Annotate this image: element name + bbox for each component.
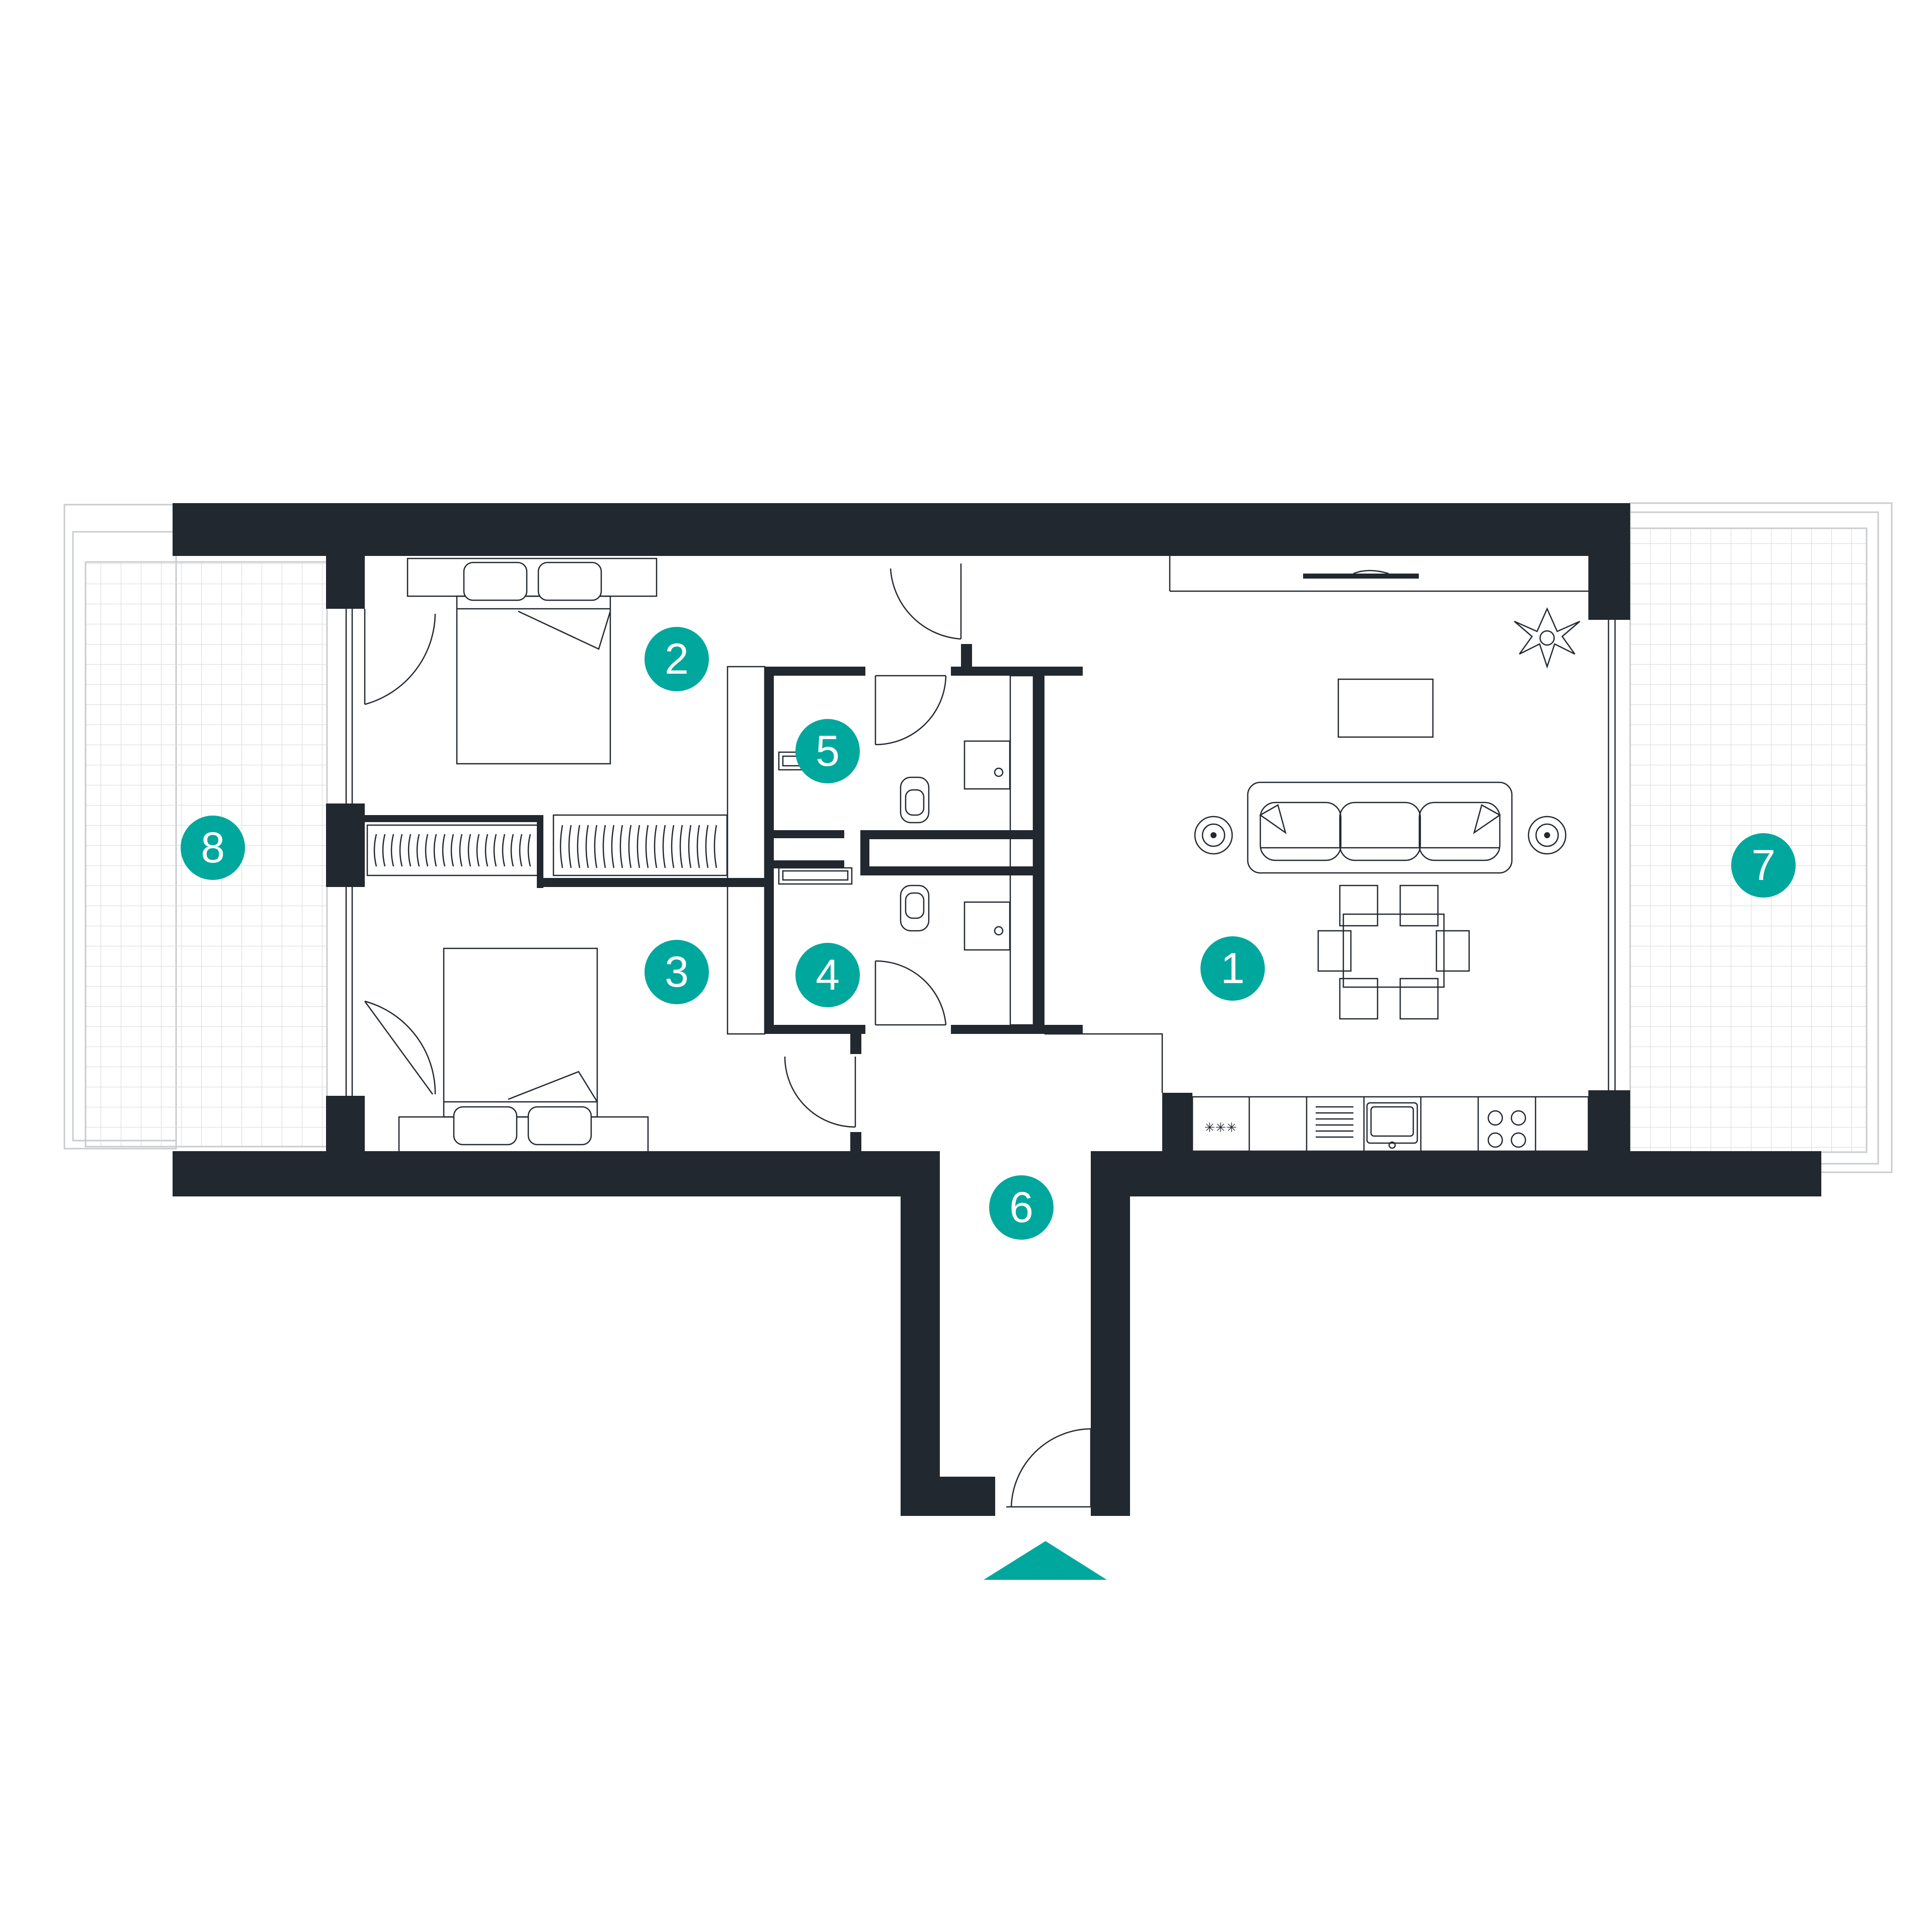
hanger (433, 834, 437, 867)
sofa-icon (1247, 781, 1513, 874)
kitchen-counter (1191, 1096, 1589, 1152)
door-icon[interactable] (364, 609, 436, 705)
room-number: 2 (665, 635, 689, 683)
hanger (636, 825, 640, 868)
hanger (510, 834, 514, 867)
hanger (654, 825, 658, 868)
interior-walls (365, 644, 1083, 1152)
room-badge-3: 3 (645, 940, 709, 1004)
toilet-icon (900, 776, 930, 824)
hanger (611, 825, 615, 868)
room-number: 3 (665, 948, 689, 996)
room-badge-7: 7 (1731, 833, 1796, 898)
room-badge-2: 2 (645, 627, 709, 691)
room-badge-8: 8 (181, 816, 245, 880)
room-number: 7 (1751, 841, 1776, 890)
hanger (577, 825, 581, 868)
room-badge-6: 6 (989, 1175, 1054, 1240)
hanger (619, 825, 623, 868)
hanger (527, 834, 531, 867)
hanger (493, 834, 497, 867)
hanger (628, 825, 632, 868)
hanger (696, 825, 700, 868)
exterior-walls (173, 503, 1821, 1516)
room-badge-1: 1 (1200, 936, 1265, 1001)
hanger (688, 825, 692, 868)
hanger (502, 834, 506, 867)
floor-lamp-icon (1194, 816, 1233, 855)
stove-icon (1316, 1106, 1353, 1138)
hanger (476, 834, 480, 867)
hanger (671, 825, 675, 868)
room-number: 8 (201, 824, 225, 872)
coffee-table (1337, 678, 1434, 738)
stove-icon (1487, 1110, 1526, 1148)
hanger (467, 834, 471, 867)
sink-icon (963, 901, 1011, 951)
bed-icon (407, 557, 658, 765)
hanger (679, 825, 683, 868)
svg-text:✳✳✳: ✳✳✳ (1204, 1120, 1237, 1136)
hanger (425, 834, 429, 867)
room-number: 4 (816, 951, 840, 999)
hanger (594, 825, 598, 868)
kitchen-sink-icon (1366, 1102, 1418, 1149)
hanger (645, 825, 649, 868)
hanger (416, 834, 420, 867)
partition-lines (345, 556, 1616, 1096)
hanger (713, 825, 717, 868)
wardrobe-icon (366, 814, 728, 876)
hanger (485, 834, 489, 867)
hanger (390, 834, 394, 867)
bed-icon (398, 947, 649, 1156)
room-badge-4: 4 (795, 943, 860, 1007)
door-icon[interactable] (364, 1000, 436, 1095)
hanger (705, 825, 709, 868)
hanger (450, 834, 454, 867)
toilet-icon (900, 884, 930, 932)
entrance-arrow-icon (984, 1541, 1107, 1580)
room-badge-5: 5 (795, 719, 860, 783)
door-icon[interactable] (874, 960, 947, 1026)
sink-icon (963, 740, 1011, 790)
hanger (559, 825, 564, 868)
hanger (585, 825, 589, 868)
bathtub-icon (778, 867, 853, 885)
hanger (399, 834, 403, 867)
hanger (408, 834, 412, 867)
hanger (568, 825, 572, 868)
room-number: 6 (1009, 1183, 1033, 1232)
hanger (602, 825, 606, 868)
door-icon[interactable] (890, 564, 962, 640)
room-number: 1 (1221, 944, 1245, 993)
door-icon[interactable] (1006, 1428, 1092, 1508)
hanger (382, 834, 386, 867)
plant-icon (1514, 607, 1580, 669)
dishwasher-icon: ✳✳✳ (1204, 1120, 1237, 1136)
door-icon[interactable] (874, 675, 947, 746)
hanger (442, 834, 446, 867)
dining-table-icon (1317, 884, 1470, 1020)
floor-lamp-icon (1527, 816, 1567, 855)
tv-icon (1303, 570, 1419, 579)
hanger (459, 834, 463, 867)
hanger (373, 834, 377, 867)
hanger (519, 834, 523, 867)
room-number: 5 (816, 727, 840, 775)
door-icon[interactable] (784, 1056, 856, 1128)
hanger (662, 825, 666, 868)
